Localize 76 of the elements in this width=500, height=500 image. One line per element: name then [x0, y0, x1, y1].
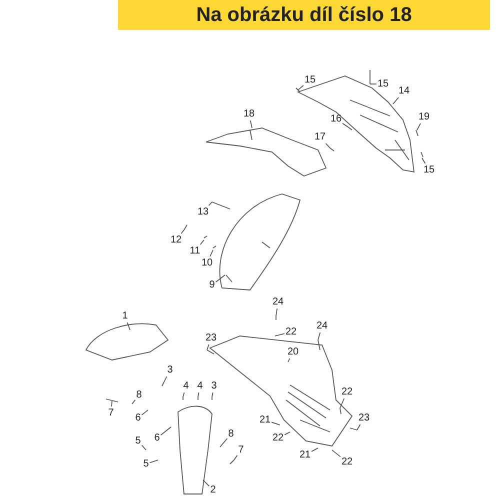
leader-line — [202, 480, 210, 487]
leader-line — [126, 322, 130, 330]
leader-line — [318, 332, 321, 340]
leader-line — [392, 97, 399, 104]
callout-number: 1 — [122, 310, 128, 322]
leader-line — [182, 392, 185, 398]
callout-number: 2 — [210, 484, 216, 496]
callout-number: 22 — [341, 456, 353, 468]
leader-line — [332, 450, 341, 458]
callout-number: 15 — [304, 74, 316, 86]
leader-line — [141, 410, 148, 416]
callout-number: 4 — [183, 380, 189, 392]
leader-line — [208, 202, 212, 206]
callout-number: 23 — [205, 332, 217, 344]
callout-number: 15 — [423, 164, 435, 176]
callout-number: 9 — [209, 280, 215, 290]
leader-line — [356, 424, 361, 430]
leader-line — [250, 120, 252, 128]
callout-number: 17 — [314, 132, 326, 142]
leader-line — [422, 158, 426, 164]
leader-line — [234, 455, 238, 460]
leader-line — [220, 438, 228, 448]
callout-number: 3 — [167, 364, 173, 376]
callout-number: 6 — [154, 432, 160, 444]
callout-number: 5 — [143, 458, 149, 470]
callout-number: 21 — [259, 414, 271, 426]
leader-line — [141, 444, 146, 450]
leader-line — [160, 426, 172, 436]
callout-number: 7 — [238, 444, 244, 456]
leader-line — [340, 398, 345, 408]
callout-number: 10 — [201, 258, 213, 268]
callout-number: 22 — [272, 432, 284, 444]
callout-number: 8 — [228, 428, 234, 440]
leader-line — [342, 122, 348, 128]
leader-line — [198, 392, 200, 398]
leader-line — [276, 308, 278, 316]
callout-number: 11 — [190, 246, 200, 256]
callout-number: 12 — [170, 234, 182, 246]
leader-line — [164, 376, 168, 382]
callout-number: 16 — [330, 114, 342, 124]
callout-number: 5 — [135, 436, 141, 446]
leader-line — [212, 392, 214, 398]
callout-number: 3 — [211, 380, 217, 392]
callout-number: 24 — [316, 320, 328, 332]
leader-line — [298, 85, 304, 90]
callout-number: 15 — [377, 78, 389, 90]
leader-line — [200, 240, 204, 245]
callout-number: 23 — [358, 412, 370, 424]
leader-line — [271, 422, 280, 426]
callout-number: 22 — [341, 386, 353, 398]
callout-number: 6 — [135, 412, 141, 424]
callout-number: 8 — [136, 390, 142, 400]
callout-number: 24 — [272, 296, 284, 308]
title-banner: Na obrázku díl číslo 18 — [118, 0, 490, 30]
leader-line — [180, 230, 184, 234]
callout-number: 21 — [299, 450, 311, 460]
leader-line — [274, 333, 285, 336]
leader-line — [284, 432, 290, 436]
callout-number: 20 — [287, 346, 299, 358]
leader-line — [132, 399, 136, 404]
leader-line — [326, 143, 330, 148]
leader-line — [149, 460, 158, 464]
leader-line — [311, 448, 318, 452]
leader-line — [210, 250, 214, 257]
leader-line — [416, 123, 421, 130]
leader-line — [206, 344, 210, 350]
leader-line — [288, 358, 290, 362]
callout-number: 7 — [108, 408, 114, 418]
callout-number: 4 — [197, 380, 203, 392]
leader-line — [215, 274, 226, 282]
callout-number: 14 — [398, 86, 410, 96]
callout-number: 13 — [197, 206, 209, 218]
leader-line — [111, 400, 112, 407]
callout-number: 19 — [418, 112, 430, 122]
callout-number: 18 — [243, 108, 255, 120]
callout-number: 22 — [285, 326, 297, 338]
